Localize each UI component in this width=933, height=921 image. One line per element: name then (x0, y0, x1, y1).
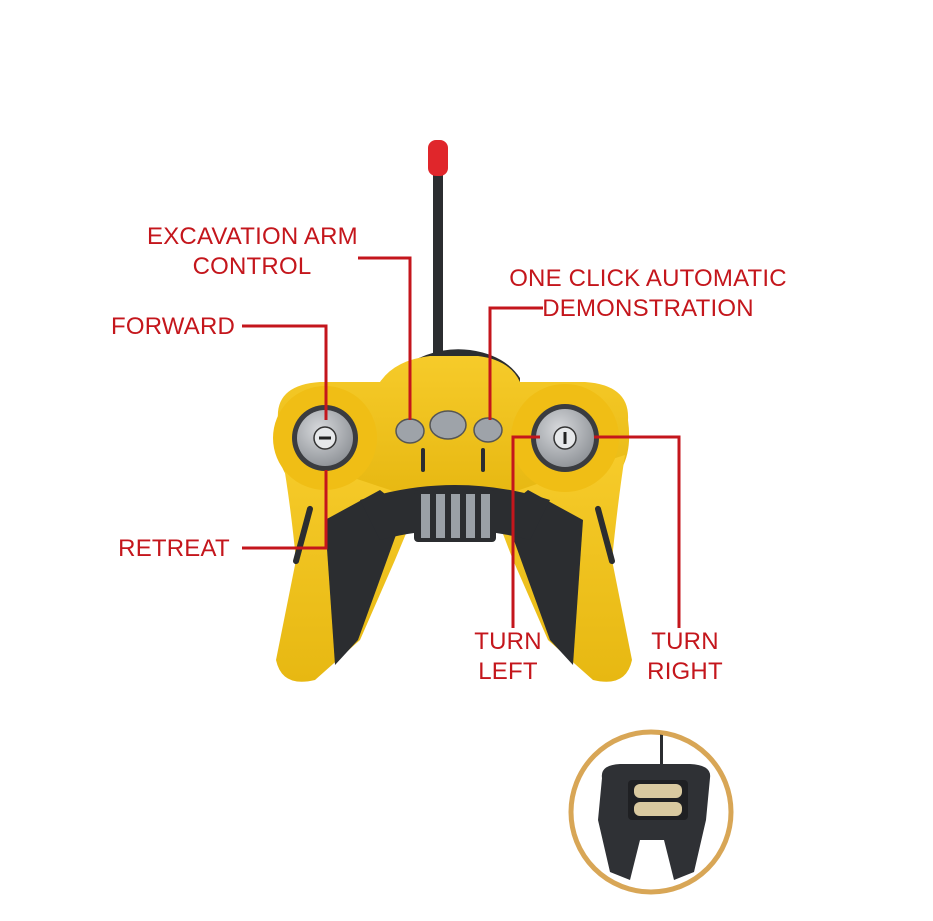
label-retreat: RETREAT (118, 535, 230, 562)
battery-inset (568, 729, 734, 895)
label-one-click-demo: ONE CLICK AUTOMATIC DEMONSTRATION (509, 265, 787, 322)
center-button[interactable] (429, 410, 467, 440)
label-excavation-arm: EXCAVATION ARM CONTROL (147, 223, 358, 280)
demo-button[interactable] (473, 417, 503, 443)
remote-controller (273, 349, 632, 682)
antenna (428, 140, 448, 358)
turn-left-leader (511, 435, 540, 628)
one-click-leader (488, 306, 543, 420)
forward-leader (242, 324, 328, 420)
minus-glyph-icon (319, 436, 331, 440)
vertical-bar-glyph-icon (563, 432, 567, 444)
label-forward: FORWARD (110, 313, 236, 340)
excavation-arm-leader (358, 256, 412, 420)
right-joystick[interactable] (511, 384, 619, 492)
label-turn-right: TURN RIGHT (647, 628, 723, 685)
left-joystick[interactable] (273, 386, 377, 490)
battery-icon (634, 784, 682, 798)
turn-right-leader (594, 435, 681, 628)
callout-lines (242, 256, 681, 628)
antenna-tip (428, 140, 448, 176)
label-turn-left: TURN LEFT (474, 628, 542, 685)
speaker-grille (414, 490, 496, 542)
battery-icon (634, 802, 682, 816)
retreat-leader (242, 470, 328, 550)
excavation-arm-button[interactable] (395, 418, 425, 444)
